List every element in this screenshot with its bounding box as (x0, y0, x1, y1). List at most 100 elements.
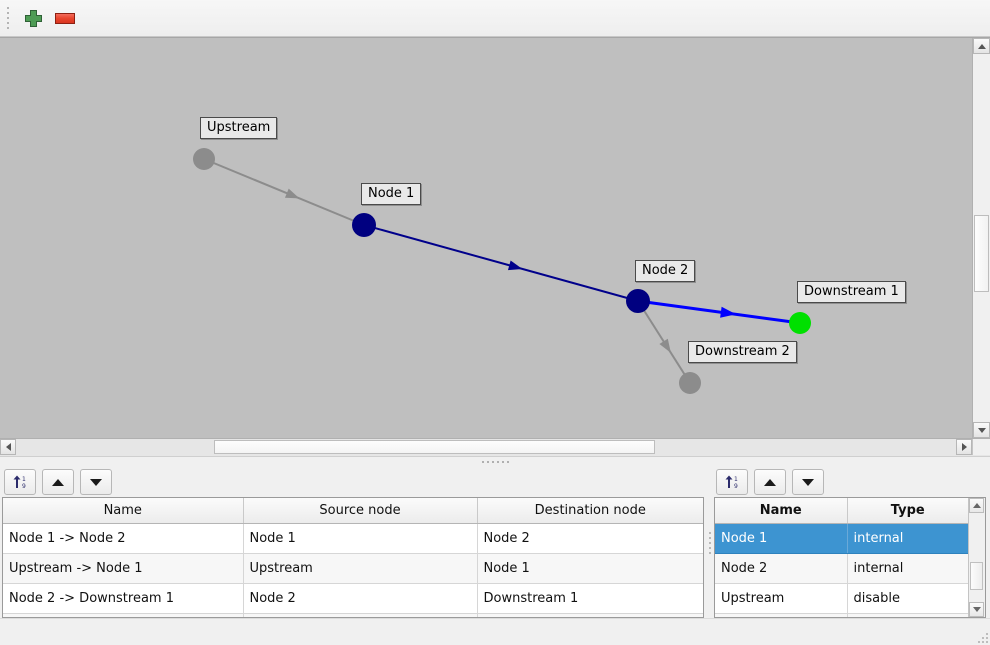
edges-cell-destination[interactable]: Downstream 2 (477, 613, 703, 617)
nodes-move-down-button[interactable] (792, 469, 824, 495)
nodes-cell-type[interactable]: internal (847, 523, 968, 554)
graph-node-label-node2[interactable]: Node 2 (635, 260, 696, 282)
svg-text:9: 9 (22, 483, 26, 490)
triangle-up-icon (972, 503, 981, 508)
graph-node-upstream[interactable] (193, 148, 215, 170)
nodes-cell-name[interactable]: Node 1 (715, 523, 848, 554)
edges-cell-destination[interactable]: Node 1 (477, 553, 703, 584)
horizontal-splitter[interactable] (0, 456, 990, 467)
svg-text:9: 9 (734, 483, 738, 490)
nodes-cell-name[interactable]: Downstream 1 (715, 613, 848, 617)
status-bar (0, 618, 990, 645)
graph-node-downstream1[interactable] (789, 312, 811, 334)
triangle-up-icon (52, 478, 64, 486)
nodes-column-header-name[interactable]: Name (715, 498, 848, 524)
nodes-cell-type[interactable]: internal (847, 553, 968, 584)
nodes-scroll-thumb[interactable] (970, 562, 983, 590)
edges-cell-name[interactable]: Node 2 -> Downstream 2 (3, 613, 244, 617)
edges-move-down-button[interactable] (80, 469, 112, 495)
nodes-cell-type[interactable]: disable (847, 583, 968, 614)
nodes-sort-button[interactable]: 1 9 (716, 469, 748, 495)
nodes-cell-type[interactable]: downstream (847, 613, 968, 617)
triangle-up-icon (764, 478, 776, 486)
add-button[interactable] (17, 3, 49, 33)
remove-button[interactable] (49, 3, 81, 33)
triangle-down-icon (977, 427, 986, 433)
scroll-left-button[interactable] (0, 439, 16, 455)
vertical-scroll-thumb[interactable] (974, 215, 989, 292)
graph-node-label-downstream1[interactable]: Downstream 1 (797, 281, 906, 303)
nodes-cell-name[interactable]: Node 2 (715, 553, 848, 584)
nodes-table-vertical-scrollbar[interactable] (968, 498, 985, 617)
graph-edge-node1-node2[interactable] (363, 224, 639, 302)
triangle-left-icon (5, 443, 11, 451)
edges-move-up-button[interactable] (42, 469, 74, 495)
nodes-scroll-down-button[interactable] (969, 602, 984, 617)
canvas-vertical-scrollbar[interactable] (972, 38, 990, 438)
scroll-down-button[interactable] (973, 422, 990, 438)
graph-edge-node2-downstream1[interactable] (637, 299, 801, 325)
bottom-panels: 1 9 Name (0, 467, 990, 618)
toolbar-drag-handle[interactable] (3, 7, 13, 29)
edges-table-scrollarea: Name Source node Destination node Node 1… (3, 498, 703, 617)
nodes-move-up-button[interactable] (754, 469, 786, 495)
nodes-table-header-row: Name Type (715, 498, 968, 524)
graph-node-node1[interactable] (352, 213, 376, 237)
sort-ascending-icon: 1 9 (13, 475, 26, 490)
graph-edge-arrow-node1-node2 (507, 260, 523, 271)
graph-node-label-node1[interactable]: Node 1 (361, 183, 422, 205)
main-toolbar (0, 0, 990, 37)
scroll-up-button[interactable] (973, 38, 990, 54)
edges-column-header-destination[interactable]: Destination node (477, 498, 703, 524)
graph-edge-arrow-upstream-node1 (284, 188, 300, 199)
graph-node-downstream2[interactable] (679, 372, 701, 394)
edges-cell-destination[interactable]: Downstream 1 (477, 583, 703, 614)
edges-cell-source[interactable]: Node 2 (243, 583, 478, 614)
edges-column-header-name[interactable]: Name (3, 498, 244, 524)
resize-grip-icon[interactable] (976, 631, 988, 643)
edges-cell-source[interactable]: Node 2 (243, 613, 478, 617)
triangle-down-icon (972, 607, 981, 612)
edges-panel: 1 9 Name (0, 467, 708, 618)
edges-cell-source[interactable]: Node 1 (243, 523, 478, 554)
horizontal-scroll-thumb[interactable] (214, 440, 655, 454)
svg-text:1: 1 (734, 476, 738, 483)
svg-text:1: 1 (22, 476, 26, 483)
canvas-horizontal-scrollbar[interactable] (0, 438, 990, 456)
scrollbar-corner (972, 439, 990, 455)
edges-cell-name[interactable]: Node 1 -> Node 2 (3, 523, 244, 554)
edges-cell-destination[interactable]: Node 2 (477, 523, 703, 554)
edges-table-wrap: Name Source node Destination node Node 1… (2, 497, 704, 618)
graph-node-label-upstream[interactable]: Upstream (200, 117, 278, 139)
edges-cell-name[interactable]: Upstream -> Node 1 (3, 553, 244, 584)
edges-cell-name[interactable]: Node 2 -> Downstream 1 (3, 583, 244, 614)
nodes-toolbar: 1 9 (712, 467, 990, 497)
splitter-grip-icon (481, 461, 509, 463)
nodes-scroll-up-button[interactable] (969, 498, 984, 513)
edges-column-header-source[interactable]: Source node (243, 498, 478, 524)
graph-edge-upstream-node1[interactable] (203, 158, 365, 226)
graph-node-node2[interactable] (626, 289, 650, 313)
edges-cell-source[interactable]: Upstream (243, 553, 478, 584)
nodes-cell-name[interactable]: Upstream (715, 583, 848, 614)
vertical-splitter[interactable] (708, 467, 712, 618)
nodes-table-row[interactable]: Downstream 1downstream (715, 613, 968, 617)
edges-sort-button[interactable]: 1 9 (4, 469, 36, 495)
triangle-up-icon (977, 43, 986, 49)
scroll-right-button[interactable] (956, 439, 972, 455)
plus-icon (24, 9, 42, 27)
graph-node-label-downstream2[interactable]: Downstream 2 (688, 341, 797, 363)
nodes-column-header-type[interactable]: Type (847, 498, 968, 524)
